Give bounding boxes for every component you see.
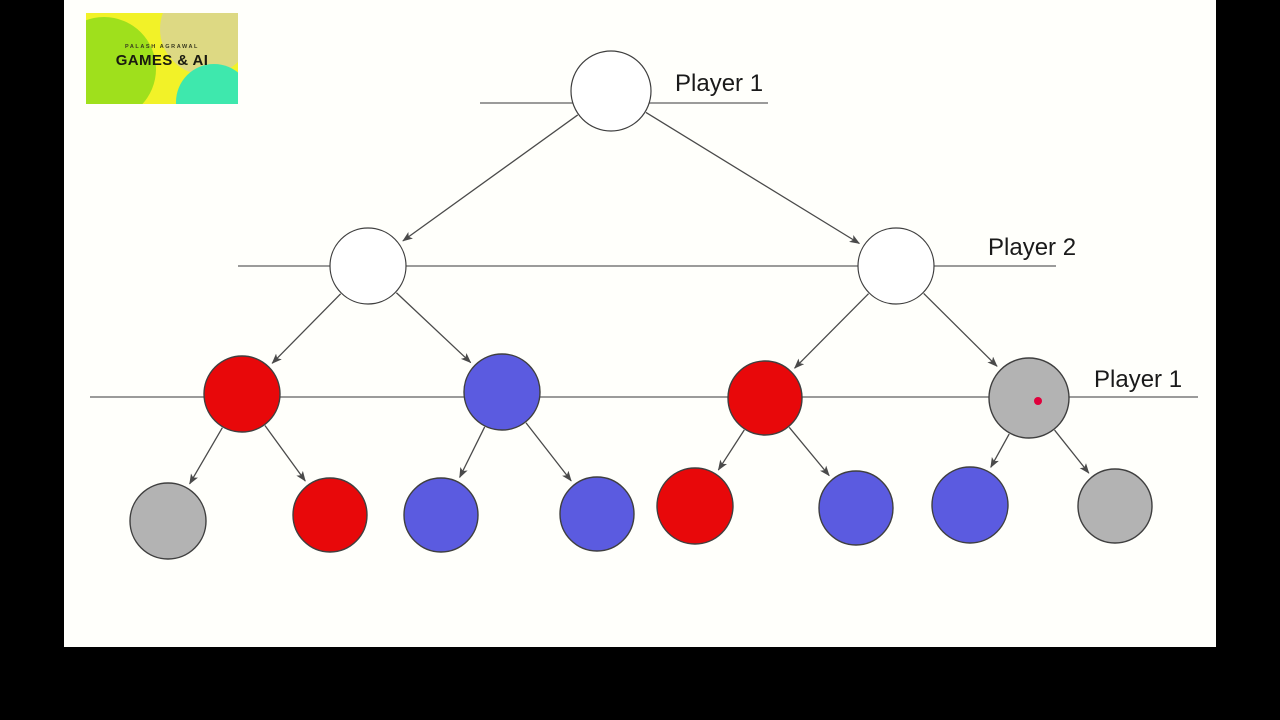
tree-node-l3 xyxy=(403,477,479,553)
cursor-dot-icon xyxy=(1034,397,1042,405)
tree-edge-n3-to-l1 xyxy=(189,427,223,485)
tree-edge-n6-to-l7 xyxy=(990,433,1010,469)
label-player1-top: Player 1 xyxy=(675,70,764,97)
slide-canvas: PALASH AGRAWAL GAMES & AI Player 1 Playe… xyxy=(64,0,1216,647)
tree-node-l1 xyxy=(129,482,207,560)
logo-text: PALASH AGRAWAL GAMES & AI xyxy=(86,43,238,71)
tree-edges-group xyxy=(189,111,1090,485)
tree-node-l7 xyxy=(931,466,1009,544)
tree-nodes-group xyxy=(129,50,1153,560)
brand-logo: PALASH AGRAWAL GAMES & AI xyxy=(86,13,238,104)
tree-edge-n2-to-n6 xyxy=(923,293,998,367)
cursor-marker-group xyxy=(1034,397,1042,405)
tree-edge-n5-to-l6 xyxy=(788,426,830,477)
tree-node-l4 xyxy=(559,476,635,552)
tree-edge-n5-to-l5 xyxy=(717,429,745,471)
tree-node-l6 xyxy=(818,470,894,546)
tree-edge-n1-to-n3 xyxy=(271,293,342,364)
tree-edge-n4-to-l3 xyxy=(459,426,486,479)
tree-edge-n3-to-l2 xyxy=(264,425,306,482)
tree-edge-n4-to-l4 xyxy=(525,422,572,482)
tree-node-n6 xyxy=(988,357,1070,439)
tree-edge-n6-to-l8 xyxy=(1054,429,1090,474)
tree-edge-root-to-n1 xyxy=(402,114,579,242)
label-player1-bottom: Player 1 xyxy=(1094,366,1183,393)
logo-title: GAMES & AI xyxy=(115,52,209,69)
tree-node-n3 xyxy=(203,355,281,433)
game-tree-diagram xyxy=(90,50,1198,560)
tree-node-l2 xyxy=(292,477,368,553)
tree-node-n4 xyxy=(463,353,541,431)
tree-node-root xyxy=(570,50,652,132)
tree-edge-n2-to-n5 xyxy=(794,293,869,369)
tree-node-n5 xyxy=(727,360,803,436)
logo-author-name: PALASH AGRAWAL xyxy=(124,44,200,50)
label-player2: Player 2 xyxy=(988,234,1077,261)
tree-edge-n1-to-n4 xyxy=(395,292,472,364)
tree-node-l8 xyxy=(1077,468,1153,544)
tree-node-n1 xyxy=(329,227,407,305)
tree-node-l5 xyxy=(656,467,734,545)
tree-edge-root-to-n2 xyxy=(645,111,861,245)
tree-node-n2 xyxy=(857,227,935,305)
